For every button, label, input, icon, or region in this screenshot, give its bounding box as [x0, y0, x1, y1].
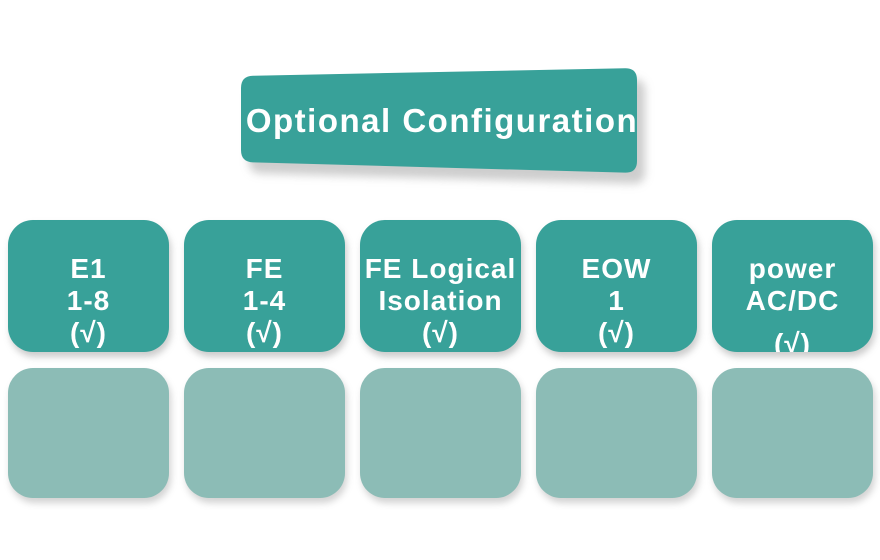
card-check-mark: (√) [245, 317, 283, 348]
card-fe-logical-isolation: FE Logical Isolation (√) [360, 220, 521, 352]
placeholder-card [536, 368, 697, 498]
placeholder-card [184, 368, 345, 498]
card-title: EOW [581, 253, 652, 284]
placeholder-card [360, 368, 521, 498]
banner-shape [241, 68, 637, 173]
card-subtitle: AC/DC [745, 285, 840, 316]
placeholder-card [712, 368, 873, 498]
card-quantity: 1-8 [66, 285, 111, 316]
card-title: power [748, 253, 837, 284]
card-subtitle: Isolation [378, 285, 503, 316]
card-check-mark: (√) [69, 317, 107, 348]
card-quantity: 1 [608, 285, 625, 316]
card-power-ac-dc: power AC/DC (√) [712, 220, 873, 352]
banner-title: Optional Configuration [246, 102, 638, 139]
card-title: FE Logical [364, 253, 517, 284]
card-check-mark: (√) [421, 317, 459, 348]
optional-configuration-banner: Optional Configuration [241, 68, 645, 184]
card-e1: E1 1-8 (√) [8, 220, 169, 352]
placeholder-cards-row [8, 368, 873, 498]
placeholder-card [8, 368, 169, 498]
card-quantity: 1-4 [242, 285, 287, 316]
card-title: E1 [70, 253, 107, 284]
card-eow: EOW 1 (√) [536, 220, 697, 352]
card-title: FE [245, 253, 284, 284]
card-fe: FE 1-4 (√) [184, 220, 345, 352]
feature-cards-row: E1 1-8 (√) FE 1-4 (√) FE Logical Isolati… [8, 220, 873, 352]
card-check-mark: (√) [773, 328, 811, 352]
card-check-mark: (√) [597, 317, 635, 348]
